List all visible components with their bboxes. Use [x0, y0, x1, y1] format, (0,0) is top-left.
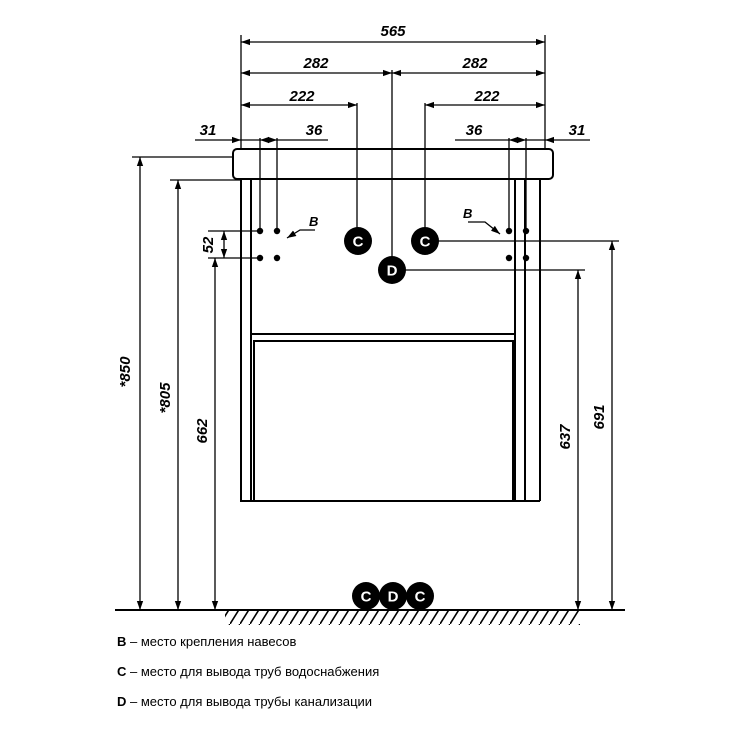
cabinet-left-side	[240, 178, 252, 502]
dim-total-height: *850	[117, 356, 134, 388]
svg-text:C: C	[415, 589, 426, 606]
svg-text:D: D	[387, 263, 398, 280]
hinge-point	[505, 254, 513, 262]
dim-c-left: 222	[288, 88, 315, 105]
hinge-point	[273, 254, 281, 262]
dim-half-right: 282	[461, 55, 488, 72]
dim-hinge-height: 662	[194, 418, 211, 444]
legend-b: B – место крепления навесов	[117, 634, 297, 649]
cabinet-right-side	[514, 178, 526, 502]
hinge-point	[273, 227, 281, 235]
dim-body-height: *805	[157, 382, 174, 414]
dim-c-right: 222	[473, 88, 500, 105]
marker-d: D	[378, 256, 406, 284]
countertop	[232, 148, 554, 180]
hinge-point	[256, 254, 264, 262]
legend-d: D – место для вывода трубы канализации	[117, 694, 373, 709]
hinge-point	[522, 254, 530, 262]
dim-water-height: 691	[591, 404, 608, 429]
cabinet-drawer	[253, 340, 514, 502]
dim-half-left: 282	[302, 55, 329, 72]
dim-hole-left: 36	[306, 122, 323, 139]
hinge-point	[256, 227, 264, 235]
marker-c-floor-right: C	[406, 582, 434, 610]
dim-edge-right: 31	[569, 122, 586, 139]
label-b-right: B	[463, 206, 472, 221]
hinge-point	[522, 227, 530, 235]
svg-text:C: C	[361, 589, 372, 606]
dim-overall-width: 565	[380, 23, 406, 40]
hinge-point	[505, 227, 513, 235]
svg-text:C: C	[420, 234, 431, 251]
dim-drain-height: 637	[557, 424, 574, 450]
marker-c-right: C	[411, 227, 439, 255]
label-b-left: B	[309, 214, 318, 229]
marker-c-floor-left: C	[352, 582, 380, 610]
svg-text:D: D	[388, 589, 399, 606]
floor-hatch	[225, 611, 580, 625]
dim-hole-right: 36	[466, 122, 483, 139]
marker-c-left: C	[344, 227, 372, 255]
marker-d-floor: D	[379, 582, 407, 610]
dim-hinge-spacing: 52	[200, 236, 217, 253]
svg-text:C: C	[353, 234, 364, 251]
dim-edge-left: 31	[200, 122, 217, 139]
legend-c: C – место для вывода труб водоснабжения	[117, 664, 380, 679]
